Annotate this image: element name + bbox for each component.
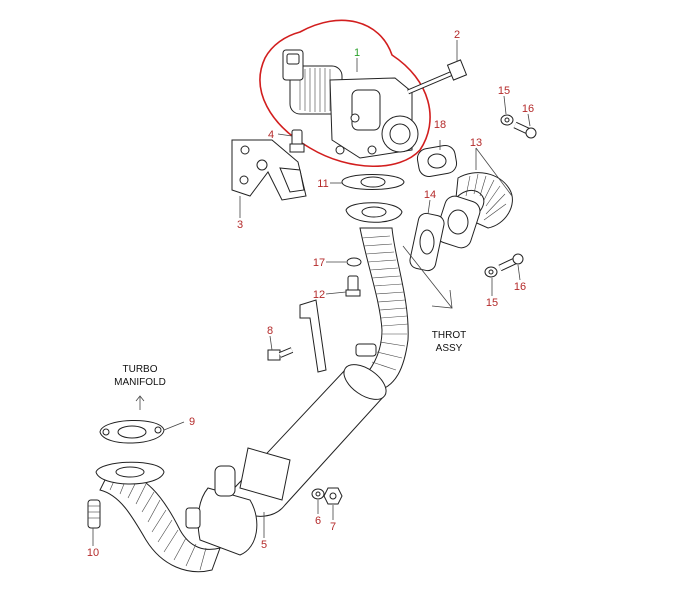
leader-lines [92, 40, 531, 546]
callout-18: 18 [434, 119, 446, 131]
callout-3: 3 [237, 219, 243, 231]
egr-pipe-cooler-part[interactable] [95, 202, 409, 573]
callout-10: 10 [87, 547, 99, 559]
washer-15-lower-part[interactable] [484, 266, 498, 278]
bolt-long-part[interactable] [407, 59, 468, 95]
callout-13: 13 [470, 137, 482, 149]
throttle-assy-label-line1: THROT [432, 330, 466, 341]
highlight-ring [259, 19, 431, 168]
callout-12: 12 [313, 289, 325, 301]
gasket-18-part[interactable] [416, 144, 458, 178]
callout-4: 4 [268, 129, 274, 141]
turbo-manifold-label-line2: MANIFOLD [114, 377, 166, 388]
gasket-9-part[interactable] [99, 420, 165, 444]
callout-1: 1 [354, 47, 360, 59]
callout-16-upper: 16 [522, 103, 534, 115]
callout-11: 11 [317, 178, 328, 190]
callouts: 1 2 3 4 5 6 7 8 9 10 11 12 13 14 15 15 1… [87, 29, 534, 559]
flex-pipe-13-part[interactable] [433, 172, 513, 251]
callout-2: 2 [454, 29, 460, 41]
bracket-part[interactable] [231, 139, 307, 201]
callout-9: 9 [189, 416, 195, 428]
callout-8: 8 [267, 325, 273, 337]
gasket-14-part[interactable] [408, 212, 445, 272]
callout-7: 7 [330, 521, 336, 533]
bolt-16-upper-part[interactable] [513, 121, 537, 139]
bolt-8-part[interactable] [267, 347, 294, 361]
callout-16-lower: 16 [514, 281, 526, 293]
notes: TURBO MANIFOLD THROT ASSY [114, 330, 466, 388]
bolt-12-part[interactable] [345, 275, 361, 297]
nut-7-part[interactable] [323, 487, 343, 505]
sensor-bolt-part[interactable] [289, 129, 305, 153]
washer-15-upper-part[interactable] [500, 114, 514, 126]
egr-valve-part[interactable] [282, 49, 419, 159]
callout-15-lower: 15 [486, 297, 498, 309]
callout-6: 6 [315, 515, 321, 527]
callout-15-upper: 15 [498, 85, 510, 97]
callout-17: 17 [313, 257, 325, 269]
washer-17-part[interactable] [346, 257, 362, 267]
callout-5: 5 [261, 539, 267, 551]
turbo-manifold-label-line1: TURBO [123, 364, 158, 375]
throttle-assy-label-line2: ASSY [436, 343, 463, 354]
bolt-16-lower-part[interactable] [498, 253, 524, 272]
washer-6-part[interactable] [311, 488, 325, 500]
gasket-11-part[interactable] [341, 174, 405, 190]
callout-14: 14 [424, 189, 436, 201]
stud-10-part[interactable] [87, 499, 101, 529]
